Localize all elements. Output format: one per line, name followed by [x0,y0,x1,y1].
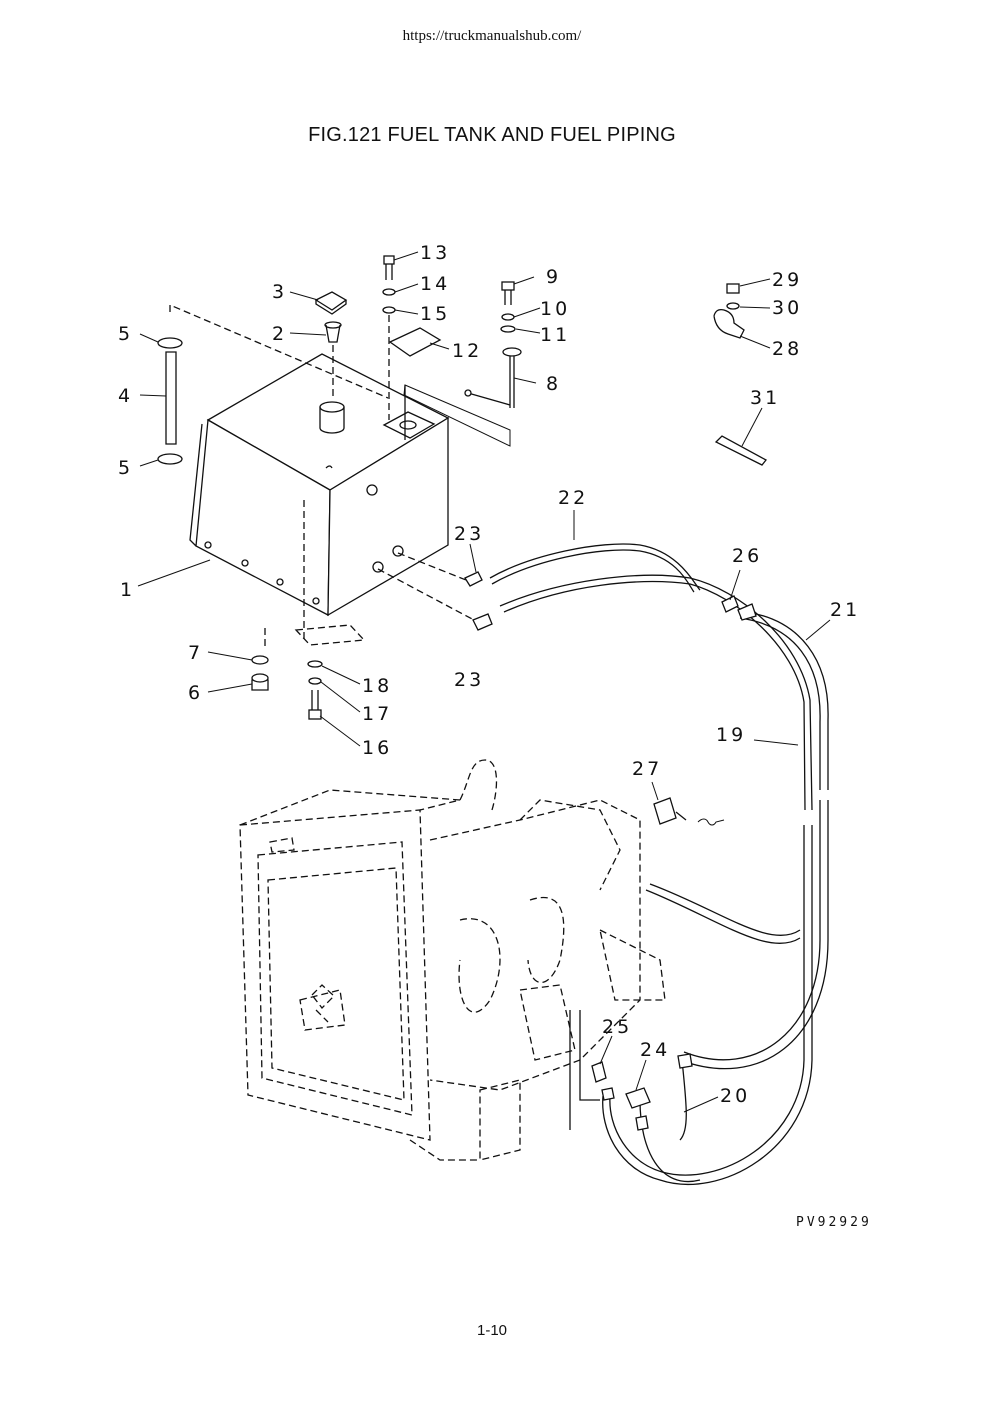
callout-1: 1 [120,579,135,601]
clamp-part-28 [713,283,745,339]
callout-6: 6 [188,682,203,704]
callout-9: 9 [546,266,561,288]
leader-lines [137,251,831,1113]
callout-3: 3 [272,281,287,303]
callout-2: 2 [272,323,287,345]
callout-28: 28 [772,338,802,360]
callout-13: 13 [420,242,450,264]
fuel-tank [189,353,450,648]
callout-20: 20 [720,1085,750,1107]
sender-part-8 [464,281,522,408]
callout-30: 30 [772,297,802,319]
callout-7: 7 [188,642,203,664]
callout-12: 12 [452,340,482,362]
elbow-part-23 [377,552,493,631]
callout-18: 18 [362,675,392,697]
callout-5b: 5 [118,457,133,479]
fuel-hoses [489,543,829,1185]
callout-labels: 1 2 3 4 5 5 6 7 8 9 10 11 12 13 14 15 16… [118,242,860,1107]
callout-22: 22 [558,487,588,509]
engine-radiator-outline [239,759,666,1161]
callout-25: 25 [602,1016,632,1038]
tie-part-31 [714,435,767,466]
page-number: 1-10 [476,1322,508,1339]
callout-24: 24 [640,1039,670,1061]
callout-23a: 23 [454,523,484,545]
callout-8: 8 [546,373,561,395]
callout-21: 21 [830,599,860,621]
strainer-part-2 [324,321,342,396]
callout-10: 10 [540,298,570,320]
source-url: https://truckmanualshub.com/ [402,28,582,44]
callout-23b: 23 [454,669,484,691]
callout-11: 11 [540,324,570,346]
callout-16: 16 [362,737,392,759]
drain-plug-part-6 [251,655,269,691]
callout-29: 29 [772,269,802,291]
callout-27: 27 [632,758,662,780]
bolt-part-16 [307,660,323,720]
leader-line [169,304,389,399]
callout-19: 19 [716,724,746,746]
callout-14: 14 [420,273,450,295]
callout-15: 15 [420,303,450,325]
fittings-24-25-27 [569,797,725,1131]
callout-26: 26 [732,545,762,567]
callout-5a: 5 [118,323,133,345]
callout-17: 17 [362,703,392,725]
hose-part-4 [157,337,183,465]
drawing-code: PV92929 [796,1215,872,1230]
cap-part-3 [314,291,348,315]
callout-4: 4 [118,385,133,407]
callout-31: 31 [750,387,780,409]
figure-title: FIG.121 FUEL TANK AND FUEL PIPING [308,124,676,146]
